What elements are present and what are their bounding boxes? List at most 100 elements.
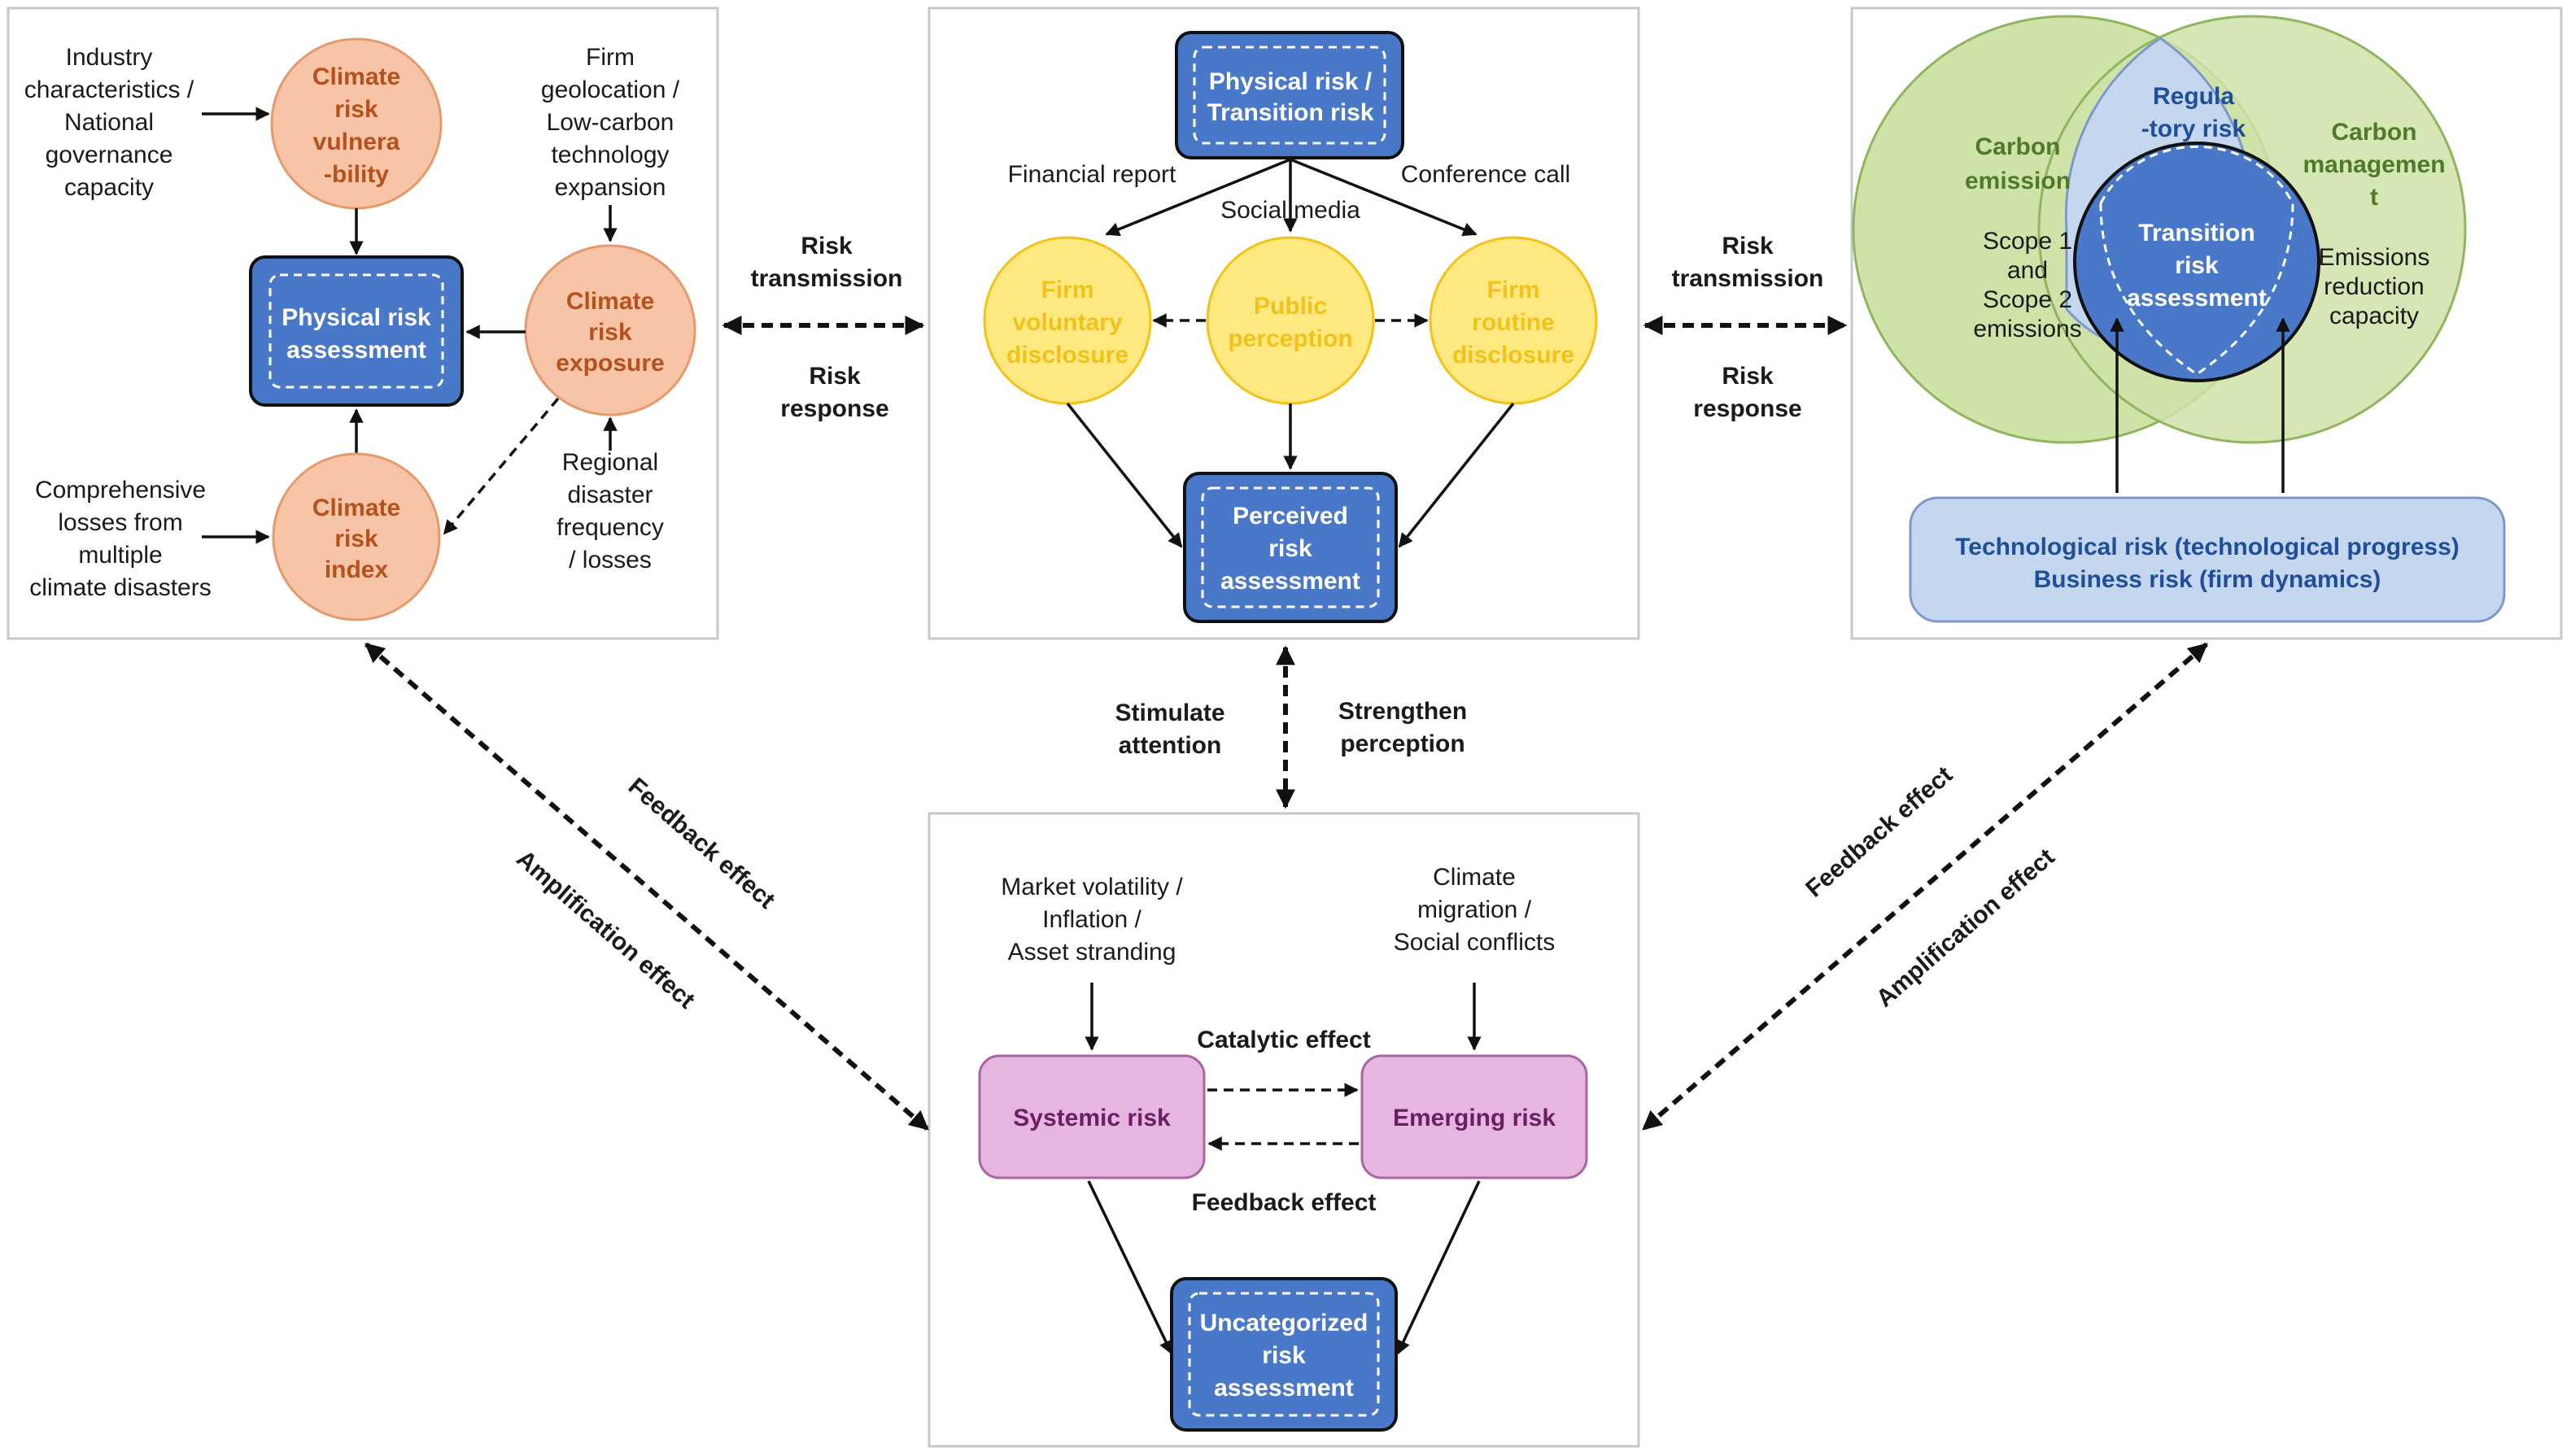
label-catalytic-effect: Catalytic effect <box>1197 1027 1370 1053</box>
label-financial-report: Financial report <box>1008 161 1176 188</box>
climate-risk-vulnerability-node: Climate risk vulnera -bility <box>270 37 443 210</box>
svg-text:transmission: transmission <box>1672 265 1824 292</box>
arrow-routine-to-perceived <box>1398 402 1515 548</box>
svg-text:capacity: capacity <box>64 174 154 201</box>
svg-text:and: and <box>2007 257 2048 284</box>
svg-text:Physical risk /: Physical risk / <box>1209 68 1373 95</box>
arrow-emerging-to-uncategorized <box>1396 1180 1481 1355</box>
svg-text:Transition: Transition <box>2138 220 2255 246</box>
svg-text:Uncategorized: Uncategorized <box>1200 1310 1368 1336</box>
svg-text:Emerging risk: Emerging risk <box>1393 1105 1556 1131</box>
svg-text:Low-carbon: Low-carbon <box>547 109 674 136</box>
svg-text:routine: routine <box>1472 309 1555 336</box>
svg-text:Risk: Risk <box>809 363 861 390</box>
svg-text:attention: attention <box>1119 732 1222 759</box>
svg-text:Public: Public <box>1254 293 1327 320</box>
dashed-arrow-exposure-to-index <box>443 397 560 535</box>
svg-text:Physical risk: Physical risk <box>282 304 431 331</box>
physical-risk-assessment-box: Physical risk assessment <box>249 255 464 407</box>
dashed-double-arrow-left-bottom <box>364 642 929 1131</box>
svg-text:emission: emission <box>1965 168 2071 194</box>
firm-voluntary-disclosure-node: Firm voluntary disclosure <box>983 236 1152 405</box>
physical-transition-risk-box: Physical risk / Transition risk <box>1175 31 1404 159</box>
label-right-amplification-effect: Amplification effect <box>1871 844 2060 1013</box>
svg-text:perception: perception <box>1228 325 1352 352</box>
svg-text:risk: risk <box>1268 535 1312 562</box>
svg-text:Comprehensive: Comprehensive <box>35 477 206 503</box>
svg-text:assessment: assessment <box>286 337 426 364</box>
svg-text:risk: risk <box>2175 252 2219 279</box>
regulatory-risk-label: Regula -tory risk <box>2141 83 2246 142</box>
firm-routine-disclosure-node: Firm routine disclosure <box>1429 236 1598 405</box>
svg-text:Climate: Climate <box>566 288 654 315</box>
svg-text:Strengthen: Strengthen <box>1338 698 1467 725</box>
emissions-reduction-capacity-text: Emissions reduction capacity <box>2319 244 2430 329</box>
climate-risk-index-node: Climate risk index <box>272 452 441 621</box>
svg-text:Regional: Regional <box>562 449 658 476</box>
svg-text:transmission: transmission <box>751 265 903 292</box>
svg-text:Scope 1: Scope 1 <box>1983 228 2072 255</box>
svg-text:Firm: Firm <box>1041 277 1093 303</box>
carbon-management-label: Carbon managemen t <box>2303 119 2445 211</box>
svg-text:-tory risk: -tory risk <box>2141 116 2246 142</box>
svg-text:Market volatility /: Market volatility / <box>1001 874 1183 900</box>
label-left-risk-response: Risk response <box>780 363 888 422</box>
svg-text:risk: risk <box>334 96 378 123</box>
svg-text:Climate: Climate <box>312 495 400 521</box>
svg-text:managemen: managemen <box>2303 151 2445 178</box>
svg-text:Scope 2: Scope 2 <box>1983 286 2072 313</box>
regional-disaster-input-text: Regional disaster frequency / losses <box>557 449 664 573</box>
svg-text:climate disasters: climate disasters <box>29 574 211 601</box>
arrow-voluntary-to-perceived <box>1066 402 1183 548</box>
svg-text:multiple: multiple <box>78 542 162 569</box>
svg-text:perception: perception <box>1340 730 1464 757</box>
svg-text:Carbon: Carbon <box>1975 133 2061 160</box>
svg-text:risk: risk <box>334 525 378 552</box>
svg-text:assessment: assessment <box>1214 1375 1354 1402</box>
technological-business-risk-box: Technological risk (technological progre… <box>1909 496 2506 623</box>
svg-text:Inflation /: Inflation / <box>1042 906 1141 933</box>
svg-text:Technological risk (technologi: Technological risk (technological progre… <box>1955 534 2460 560</box>
svg-text:Firm: Firm <box>586 44 635 71</box>
svg-text:assessment: assessment <box>1220 568 1360 595</box>
svg-text:geolocation /: geolocation / <box>541 76 680 103</box>
label-left-feedback-effect: Feedback effect <box>623 773 780 914</box>
svg-text:Stimulate: Stimulate <box>1115 700 1224 726</box>
svg-text:voluntary: voluntary <box>1012 309 1122 336</box>
svg-text:disaster: disaster <box>567 482 653 508</box>
svg-text:disclosure: disclosure <box>1006 342 1128 368</box>
svg-text:Climate: Climate <box>312 63 400 90</box>
svg-text:exposure: exposure <box>556 350 664 377</box>
svg-text:losses from: losses from <box>58 509 182 536</box>
svg-text:vulnera: vulnera <box>313 129 400 155</box>
svg-text:Transition risk: Transition risk <box>1207 99 1373 126</box>
geolocation-input-text: Firm geolocation / Low-carbon technology… <box>541 44 680 201</box>
svg-text:Risk: Risk <box>1722 233 1774 259</box>
label-left-risk-transmission: Risk transmission <box>751 233 903 292</box>
svg-text:characteristics /: characteristics / <box>24 76 194 103</box>
scope-emissions-text: Scope 1 and Scope 2 emissions <box>1973 228 2081 342</box>
svg-text:Social conflicts: Social conflicts <box>1394 929 1555 956</box>
svg-text:capacity: capacity <box>2329 303 2419 329</box>
svg-text:Carbon: Carbon <box>2332 119 2417 146</box>
svg-text:migration /: migration / <box>1417 896 1532 923</box>
svg-text:Risk: Risk <box>1722 363 1774 390</box>
svg-text:frequency: frequency <box>557 514 664 541</box>
svg-text:/ losses: / losses <box>569 547 652 573</box>
svg-text:response: response <box>1693 395 1801 422</box>
svg-text:reduction: reduction <box>2324 273 2424 300</box>
svg-text:Business risk (firm dynamics): Business risk (firm dynamics) <box>2034 566 2381 593</box>
svg-text:governance: governance <box>46 142 173 168</box>
label-left-amplification-effect: Amplification effect <box>511 845 700 1014</box>
svg-text:Systemic risk: Systemic risk <box>1013 1105 1171 1131</box>
svg-text:technology: technology <box>551 142 669 168</box>
svg-text:risk: risk <box>588 319 632 346</box>
svg-text:expansion: expansion <box>555 174 666 201</box>
svg-text:emissions: emissions <box>1973 316 2081 342</box>
emerging-risk-box: Emerging risk <box>1360 1054 1588 1179</box>
svg-text:Firm: Firm <box>1486 277 1539 303</box>
label-feedback-effect-inner: Feedback effect <box>1192 1189 1377 1216</box>
svg-text:disclosure: disclosure <box>1452 342 1574 368</box>
svg-text:National: National <box>64 109 154 136</box>
